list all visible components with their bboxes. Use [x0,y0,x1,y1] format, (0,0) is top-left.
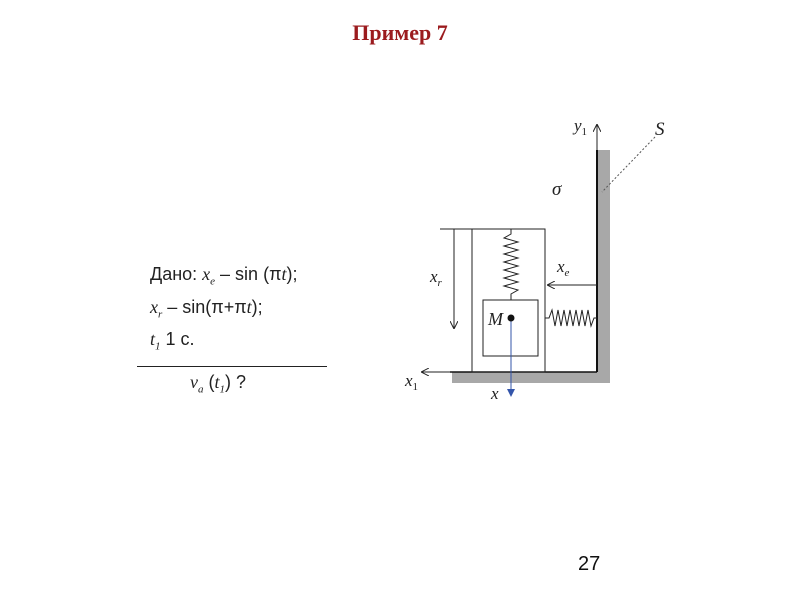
xe-t: t [281,264,287,284]
point-m [507,314,515,322]
given-line-3: t1 1 с. [150,327,298,360]
wall-shadow [598,150,610,382]
va-var: v [190,372,198,392]
given-line-2: xr – sin(π+πt); [150,295,298,328]
floor-shadow [452,372,610,383]
xe-end: ); [286,264,298,284]
divider-line [137,366,327,367]
vertical-spring [502,229,520,300]
s-label: S [655,119,665,140]
given-prefix: Дано: [150,264,203,284]
m-label: M [487,309,504,329]
xr-expr: – sin(π+π [162,296,247,317]
x-label: x [490,384,499,403]
xr-sub: r [158,308,163,321]
va-targsub: 1 [219,383,226,396]
xr-t: t [246,296,252,317]
t1-sub: 1 [155,340,161,353]
va-targ: t [214,372,220,392]
va-end: ) ? [225,372,247,392]
s-leader-line [601,136,656,193]
va-open: ( [203,372,215,392]
y1-label: y1 [572,116,587,138]
va-sub: a [198,383,204,396]
xe-var: x [202,264,211,284]
horizontal-spring [545,308,597,328]
xr-var: x [150,296,158,317]
xe-label: xe [556,257,570,279]
outer-frame [471,228,546,373]
x1-label: x1 [404,371,418,393]
xe-expr: – sin (π [215,264,282,284]
given-line-1: Дано: xe – sin (πt); [150,262,298,295]
question: va (t1) ? [190,372,246,396]
t1-value: 1 с. [160,329,195,350]
page-number: 27 [578,553,601,575]
slide-title: Пример 7 [352,20,448,45]
given-block: Дано: xe – sin (πt); xr – sin(π+πt); t1 … [150,262,298,360]
xe-sub: e [210,275,216,288]
t1-var: t [150,329,156,350]
sigma-label: σ [552,179,562,200]
xr-label: xr [429,267,443,289]
xr-end: ); [251,296,263,317]
